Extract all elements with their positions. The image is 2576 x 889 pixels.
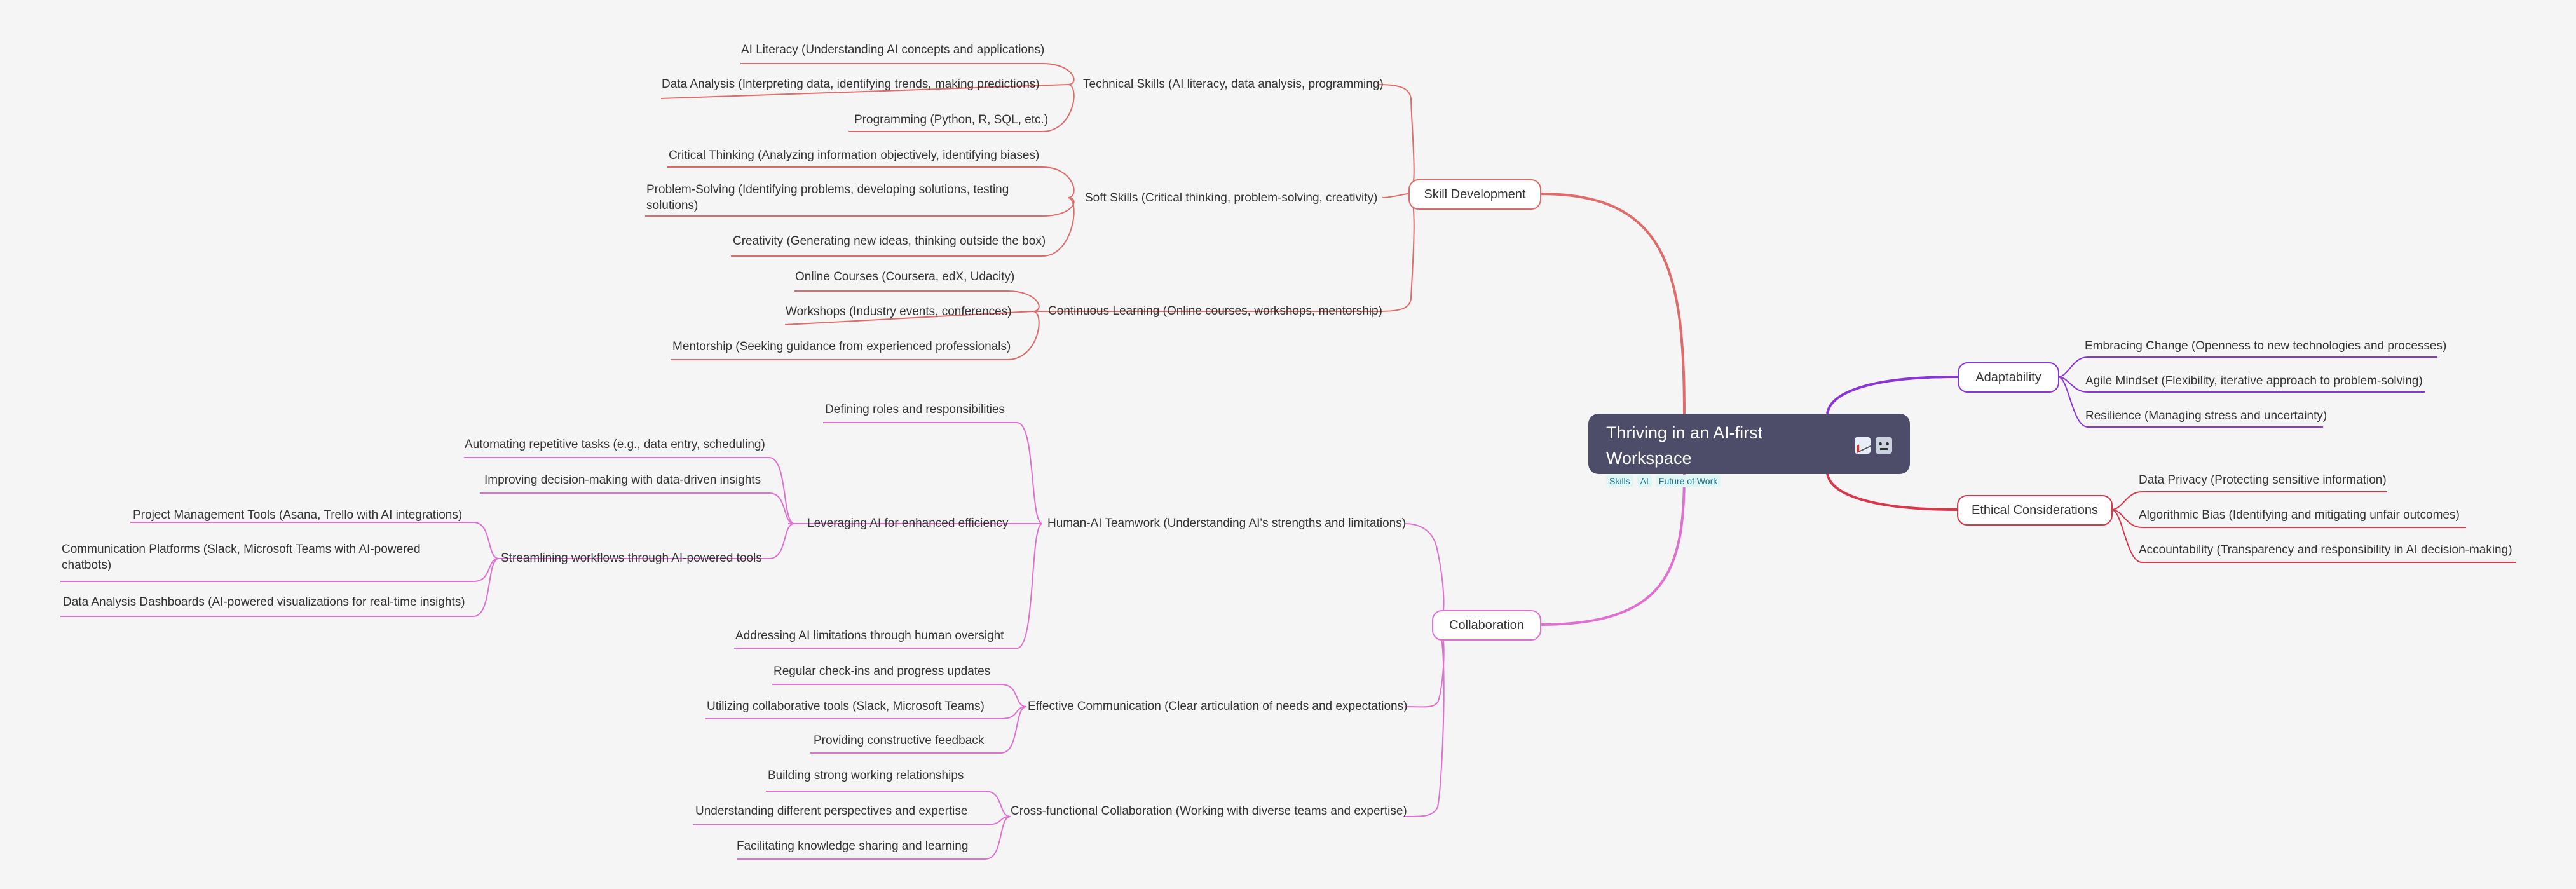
leaf-communication-platforms[interactable]: Communication Platforms (Slack, Microsof… [62, 543, 421, 572]
leaf-algorithmic-bias[interactable]: Algorithmic Bias (Identifying and mitiga… [2139, 508, 2460, 522]
leaf-decision-making[interactable]: Improving decision-making with data-driv… [484, 473, 761, 487]
adaptability-connectors [1826, 356, 2437, 428]
leaf-human-oversight[interactable]: Addressing AI limitations through human … [735, 629, 1004, 642]
leaf-working-relationships[interactable]: Building strong working relationships [768, 769, 964, 782]
chart-increasing-icon [1854, 437, 1871, 454]
leaf-collaborative-tools[interactable]: Utilizing collaborative tools (Slack, Mi… [707, 700, 985, 713]
leaf-programming[interactable]: Programming (Python, R, SQL, etc.) [854, 113, 1049, 126]
leaf-critical-thinking[interactable]: Critical Thinking (Analyzing information… [669, 149, 1040, 162]
leaf-problem-solving[interactable]: Problem-Solving (Identifying problems, d… [646, 183, 1009, 212]
leaf-mentorship[interactable]: Mentorship (Seeking guidance from experi… [672, 340, 1011, 353]
node-leveraging-ai[interactable]: Leveraging AI for enhanced efficiency [807, 517, 1009, 530]
leaf-defining-roles[interactable]: Defining roles and responsibilities [825, 403, 1005, 416]
leaf-resilience[interactable]: Resilience (Managing stress and uncertai… [2085, 409, 2327, 423]
leaf-creativity[interactable]: Creativity (Generating new ideas, thinki… [733, 234, 1046, 248]
root-node[interactable]: Thriving in an AI-first Workspace Skills… [1588, 414, 1910, 487]
node-continuous-learning[interactable]: Continuous Learning (Online courses, wor… [1048, 304, 1382, 318]
tag-ai[interactable]: AI [1637, 475, 1652, 487]
tag-skills[interactable]: Skills [1606, 475, 1633, 487]
leaf-embracing-change[interactable]: Embracing Change (Openness to new techno… [2085, 339, 2447, 353]
node-human-ai-teamwork[interactable]: Human-AI Teamwork (Understanding AI's st… [1047, 517, 1407, 530]
node-collaboration[interactable]: Collaboration [1432, 610, 1541, 641]
leaf-data-analysis-dashboards[interactable]: Data Analysis Dashboards (AI-powered vis… [63, 595, 465, 609]
leaf-agile-mindset[interactable]: Agile Mindset (Flexibility, iterative ap… [2085, 374, 2423, 388]
node-streamlining-workflows[interactable]: Streamlining workflows through AI-powere… [501, 552, 762, 565]
node-skill-development[interactable]: Skill Development [1408, 179, 1541, 210]
root-title: Thriving in an AI-first Workspace [1606, 423, 1763, 468]
root-title-row: Thriving in an AI-first Workspace [1606, 420, 1892, 471]
root-tags: Skills AI Future of Work [1606, 475, 1892, 487]
ethics-connectors [1826, 473, 2516, 563]
robot-icon [1876, 437, 1892, 454]
skill-development-connectors [645, 63, 1686, 415]
leaf-data-privacy[interactable]: Data Privacy (Protecting sensitive infor… [2139, 473, 2387, 487]
node-adaptability[interactable]: Adaptability [1958, 362, 2059, 393]
leaf-online-courses[interactable]: Online Courses (Coursera, edX, Udacity) [795, 270, 1015, 283]
node-effective-communication[interactable]: Effective Communication (Clear articulat… [1028, 700, 1408, 713]
leaf-different-perspectives[interactable]: Understanding different perspectives and… [695, 804, 968, 818]
tag-future-of-work[interactable]: Future of Work [1655, 475, 1721, 487]
leaf-check-ins[interactable]: Regular check-ins and progress updates [773, 665, 991, 678]
node-technical-skills[interactable]: Technical Skills (AI literacy, data anal… [1083, 78, 1384, 91]
leaf-automating-tasks[interactable]: Automating repetitive tasks (e.g., data … [465, 438, 765, 451]
node-soft-skills[interactable]: Soft Skills (Critical thinking, problem-… [1085, 191, 1378, 205]
leaf-constructive-feedback[interactable]: Providing constructive feedback [814, 734, 985, 747]
leaf-ai-literacy[interactable]: AI Literacy (Understanding AI concepts a… [741, 43, 1045, 57]
leaf-knowledge-sharing[interactable]: Facilitating knowledge sharing and learn… [737, 839, 969, 853]
collaboration-connectors [60, 422, 1686, 860]
leaf-workshops[interactable]: Workshops (Industry events, conferences) [786, 305, 1012, 318]
node-cross-functional-collaboration[interactable]: Cross-functional Collaboration (Working … [1011, 804, 1407, 818]
leaf-accountability[interactable]: Accountability (Transparency and respons… [2139, 543, 2512, 557]
node-ethical-considerations[interactable]: Ethical Considerations [1957, 495, 2113, 526]
leaf-data-analysis[interactable]: Data Analysis (Interpreting data, identi… [662, 78, 1040, 91]
leaf-project-management-tools[interactable]: Project Management Tools (Asana, Trello … [133, 508, 463, 522]
